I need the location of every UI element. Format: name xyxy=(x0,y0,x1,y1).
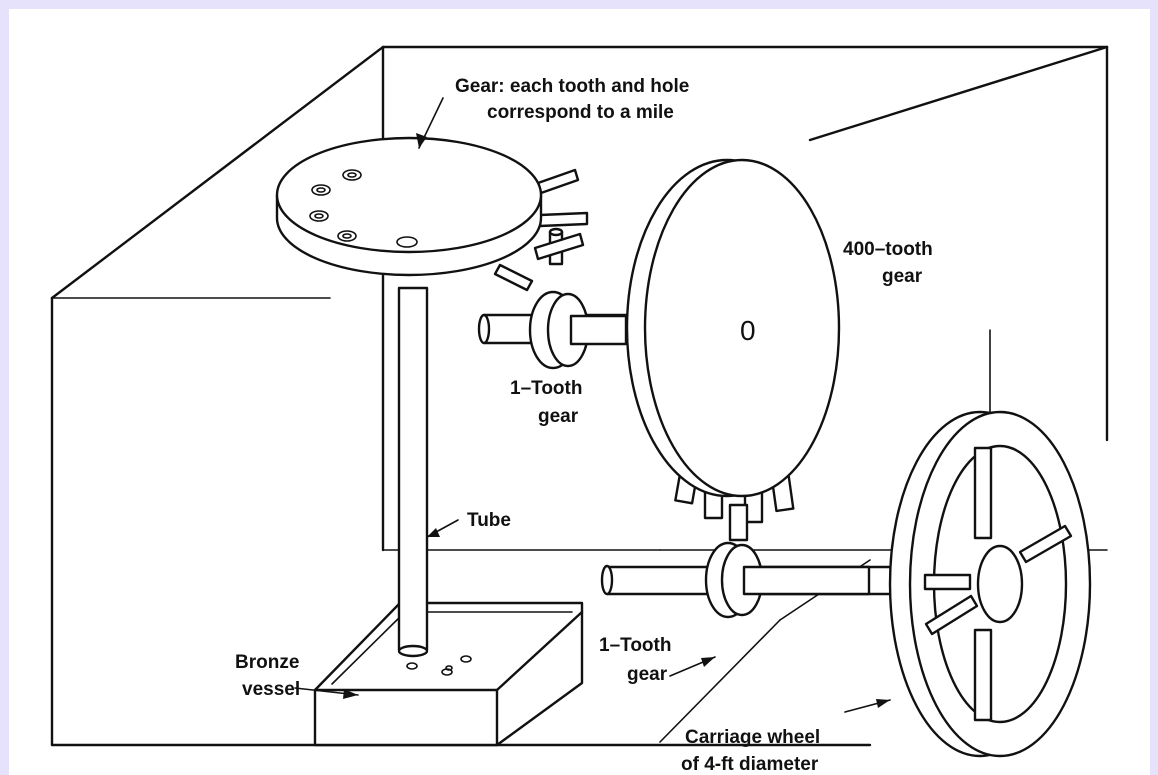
gear400-label-line1: 400–tooth xyxy=(843,239,933,260)
tube-label: Tube xyxy=(467,510,511,531)
wheel-label-line2: of 4-ft diameter xyxy=(681,754,819,775)
bronze-vessel xyxy=(313,601,584,747)
odometer-diagram: Gear: each tooth and hole correspond to … xyxy=(50,45,1109,775)
mile-gear-pegs xyxy=(493,168,589,292)
gear-400-tooth xyxy=(625,158,841,542)
bronze-label-line2: vessel xyxy=(242,679,300,700)
upper-axle xyxy=(477,290,636,370)
carriage-wheel xyxy=(888,410,1092,758)
wheel-label-line1: Carriage wheel xyxy=(685,727,820,748)
leader-arrows xyxy=(294,97,891,713)
tube xyxy=(397,286,429,658)
onetooth-lower-label-line1: 1–Tooth xyxy=(599,635,671,656)
lower-axle xyxy=(600,541,941,619)
bronze-label-line1: Bronze xyxy=(235,652,299,673)
gear400-center-mark: 0 xyxy=(740,315,756,346)
gear400-label-line2: gear xyxy=(882,266,923,287)
gear-label-line2: correspond to a mile xyxy=(487,102,674,123)
gear-label-line1: Gear: each tooth and hole xyxy=(455,76,689,97)
onetooth-upper-label-line1: 1–Tooth xyxy=(510,378,582,399)
onetooth-upper-label-line2: gear xyxy=(538,406,579,427)
diagram-canvas: Gear: each tooth and hole correspond to … xyxy=(9,9,1150,775)
mile-gear xyxy=(275,136,543,277)
onetooth-lower-label-line2: gear xyxy=(627,664,668,685)
